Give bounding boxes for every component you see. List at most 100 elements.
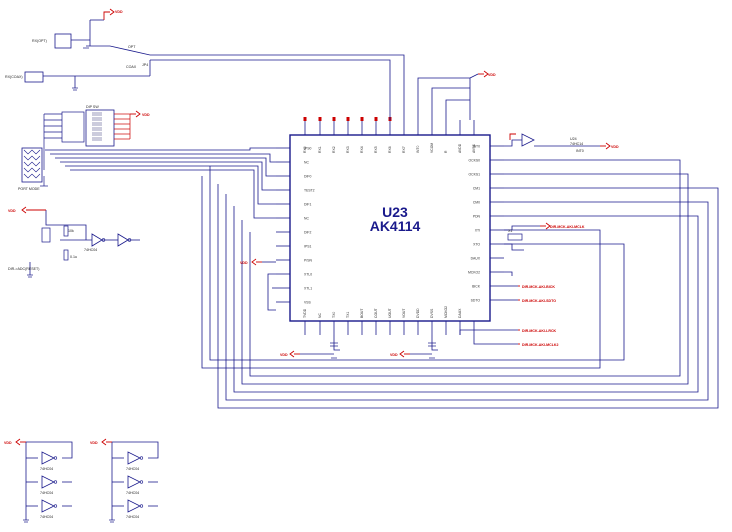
header-label: PORT MODE (18, 187, 40, 191)
vdd-label: VDD (8, 209, 16, 213)
inverter-array-left: 74HC04 74HC04 74HC04 (40, 451, 58, 519)
vdd-symbols (15, 8, 611, 446)
coax-receiver: RX(COAX) COAX JP4 (5, 60, 151, 88)
pin-label: UOUT (388, 308, 392, 318)
left-pin-names: IPS0 NC DIF0 TEST2 DIF1 NC DIF2 IPS1 P/S… (304, 147, 315, 305)
inverter-array-right: 74HC04 74HC04 74HC04 (126, 451, 144, 519)
chip-bottom-pins (304, 321, 475, 335)
pin-label: AVSS (472, 143, 476, 153)
pin-label: RX3 (346, 146, 350, 153)
wires (25, 54, 719, 520)
inv-part: 74HC04 (84, 248, 97, 252)
output-label: DIR-MCK-AKI-SDTO (522, 299, 556, 303)
pin-label: COUT (374, 308, 378, 318)
pin-label: NC (304, 217, 309, 221)
pin-label: AVDD (458, 143, 462, 153)
pin-label: XTI (475, 229, 480, 233)
vdd-label: VDD (280, 353, 288, 357)
pin-label: VOUT (402, 309, 406, 318)
header-connector: PORT MODE (18, 147, 48, 191)
cap-value: 0.1u (70, 255, 77, 259)
pin-label: R (444, 150, 448, 153)
inv-part: 74HC04 (40, 491, 53, 495)
vdd-labels: VDD VDD VDD VDD VDD VDD VDD VDD VDD VDD (4, 10, 619, 445)
vdd-label: VDD (390, 353, 398, 357)
pin-label: DAUX (471, 257, 481, 261)
rx-opt-label: RX(OPT) (32, 39, 47, 43)
pin-label: OCKS0 (469, 159, 481, 163)
reset-label: DIR->ADC(RESET) (8, 267, 39, 271)
pin-label: DVDD (416, 308, 420, 318)
output-labels: DIR-MCK-AKI-MCLK DIR-MCK-AKI-BICK DIR-MC… (522, 225, 585, 347)
inv-part: 74HC04 (126, 467, 139, 471)
pin-label: DVSS (430, 308, 434, 318)
crystal-label: X1 (508, 229, 512, 233)
pin-label: RX5 (374, 146, 378, 153)
reset-circuit: DIR->ADC(RESET) 74HC04 10k 0.1u (8, 225, 132, 271)
output-label: DIR-MCK-AKI-MCLK (550, 225, 585, 229)
vdd-label: VDD (4, 441, 12, 445)
pin-label: INT0 (473, 145, 480, 149)
pin-label: CM0 (473, 201, 480, 205)
top-pin-names: RX0 RX1 RX2 RX3 RX4 RX5 RX6 RX7 INT0 VCO… (303, 143, 476, 153)
pin-label: CM1 (473, 187, 480, 191)
pin-label: IPS1 (304, 245, 311, 249)
rx-coax-label: RX(COAX) (5, 75, 23, 79)
opt-label: OPT (128, 45, 136, 49)
inv-part: 74HC04 (40, 467, 53, 471)
coax-label: COAX (126, 65, 137, 69)
chip-top-pin-stubs (303, 117, 392, 121)
vdd-label: VDD (115, 10, 123, 14)
ground-symbols (23, 47, 435, 523)
pin-label: XTL0 (304, 273, 312, 277)
bottom-pin-names: TVDD NC TX0 TX1 BOUT COUT UOUT VOUT DVDD… (303, 306, 462, 318)
pin-label: P/SN (304, 259, 312, 263)
vdd-label: VDD (611, 145, 619, 149)
pin-label: TVDD (303, 308, 307, 318)
optical-receiver: RX(OPT) OPT (32, 19, 151, 56)
pin-label: TX0 (332, 312, 336, 318)
pin-label: RX2 (332, 146, 336, 153)
u-int-part: 74HC14 (570, 142, 583, 146)
chip-designator: U23 (382, 204, 408, 220)
pin-label: MCKO2 (444, 306, 448, 318)
chip-left-pins (276, 147, 290, 303)
u-int-label: U24 (570, 137, 577, 141)
pin-label: NC (318, 313, 322, 318)
pin-label: DIF2 (304, 231, 311, 235)
pin-label: RX0 (303, 146, 307, 153)
pin-label: RX4 (360, 146, 364, 153)
pin-label: DIF0 (304, 175, 311, 179)
pin-label: TEST2 (304, 189, 315, 193)
pin-label: NC (304, 161, 309, 165)
chip-top-pins (304, 120, 475, 135)
pin-label: INT0 (416, 146, 420, 153)
output-label: DIR-MCK-AKI-BICK (522, 285, 555, 289)
inv-part: 74HC04 (40, 515, 53, 519)
jp-label: JP4 (142, 63, 148, 67)
pin-label: RX6 (388, 146, 392, 153)
pin-label: BOUT (360, 309, 364, 318)
pin-label: VSS (304, 301, 312, 305)
pin-label: XTO (473, 243, 480, 247)
crystal: X1 (507, 229, 523, 241)
pin-label: BICK (472, 285, 481, 289)
pin-label: PDN (473, 215, 481, 219)
vdd-label: VDD (142, 113, 150, 117)
pin-label: RX1 (318, 146, 322, 153)
pin-label: DIF1 (304, 203, 311, 207)
vdd-label: VDD (488, 73, 496, 77)
vdd-label: VDD (90, 441, 98, 445)
pin-label: OCKS1 (469, 173, 481, 177)
inv-part: 74HC04 (126, 515, 139, 519)
pin-label: VCOM (430, 143, 434, 153)
chip-right-pins (490, 145, 504, 301)
vdd-label: VDD (240, 261, 248, 265)
int-label: INT0 (576, 149, 584, 153)
bottom-caps (300, 342, 436, 355)
pin-label: XTL1 (304, 287, 312, 291)
pin-label: RX7 (402, 146, 406, 153)
pin-label: IPS0 (304, 147, 311, 151)
chip-part-number: AK4114 (369, 218, 421, 234)
